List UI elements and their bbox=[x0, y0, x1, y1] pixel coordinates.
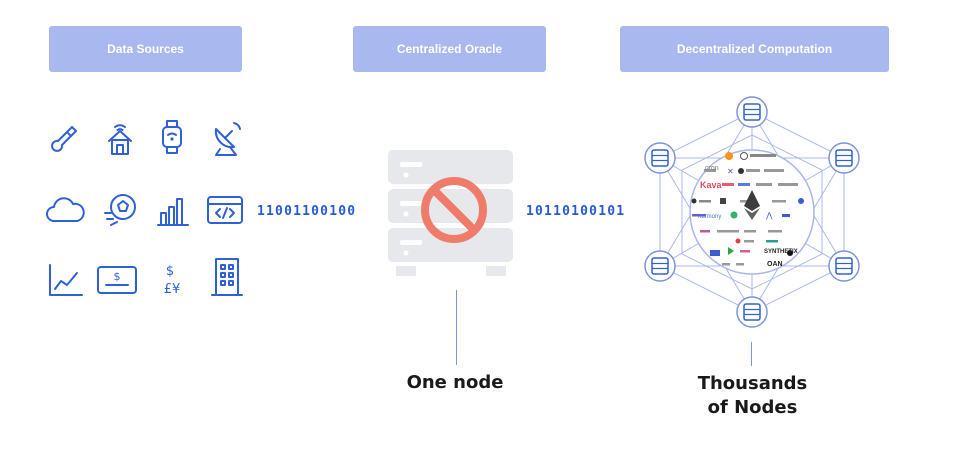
network-node bbox=[644, 250, 676, 282]
office-building-icon bbox=[211, 258, 243, 296]
logo-cron: cron bbox=[705, 165, 719, 172]
logo-harmony: harmony bbox=[698, 214, 722, 220]
svg-text:$: $ bbox=[166, 264, 174, 279]
network-node bbox=[828, 250, 860, 282]
header-decentralized-computation-label: Decentralized Computation bbox=[676, 42, 833, 56]
one-node-connector-line bbox=[456, 290, 457, 365]
svg-text:$: $ bbox=[114, 270, 121, 283]
line-chart-icon bbox=[49, 264, 83, 296]
svg-text:✕: ✕ bbox=[727, 167, 734, 176]
centralized-server bbox=[388, 150, 513, 276]
logo-oan: OAN bbox=[767, 261, 783, 268]
svg-text:£¥: £¥ bbox=[164, 282, 181, 297]
code-window-icon bbox=[207, 196, 243, 224]
network-node bbox=[736, 296, 768, 328]
logo-synthetix: SYNTHETIX bbox=[764, 249, 798, 255]
network-node bbox=[736, 96, 768, 128]
data-source-icons: $ $ £¥ bbox=[46, 120, 243, 297]
header-data-sources: Data Sources bbox=[49, 26, 242, 72]
soccer-ball-icon bbox=[104, 194, 136, 226]
thermometer-icon bbox=[51, 126, 77, 152]
bit-string-left: 11001100100 bbox=[257, 204, 357, 219]
header-centralized-oracle-label: Centralized Oracle bbox=[396, 42, 503, 56]
smartwatch-icon bbox=[162, 120, 182, 154]
thousands-connector-line bbox=[751, 342, 752, 366]
dollar-bill-icon: $ bbox=[97, 266, 137, 294]
cloud-icon bbox=[46, 197, 85, 222]
bar-chart-icon bbox=[157, 198, 189, 226]
svg-text:⋀: ⋀ bbox=[765, 211, 773, 220]
network-node bbox=[828, 142, 860, 174]
thousands-of-nodes-caption: Thousands of Nodes bbox=[670, 372, 835, 420]
header-decentralized-computation: Decentralized Computation bbox=[620, 26, 889, 72]
house-wifi-icon bbox=[108, 124, 132, 155]
ecosystem-logos: ✕ ⋀ bbox=[691, 152, 804, 266]
prohibited-icon bbox=[421, 177, 487, 243]
bit-string-right: 10110100101 bbox=[526, 204, 626, 219]
ecosystem-circle bbox=[689, 149, 815, 275]
one-node-caption: One node bbox=[406, 372, 504, 393]
decentralized-network: ✕ ⋀ bbox=[644, 96, 860, 328]
thousands-caption-line1: Thousands bbox=[697, 373, 808, 394]
currency-icon: $ £¥ bbox=[164, 264, 181, 297]
server-stack bbox=[388, 150, 513, 276]
thousands-caption-line2: of Nodes bbox=[707, 397, 798, 418]
header-centralized-oracle: Centralized Oracle bbox=[353, 26, 546, 72]
network-node bbox=[644, 142, 676, 174]
satellite-dish-icon bbox=[214, 122, 241, 156]
logo-kava: Kava bbox=[700, 180, 722, 190]
header-data-sources-label: Data Sources bbox=[107, 42, 184, 56]
